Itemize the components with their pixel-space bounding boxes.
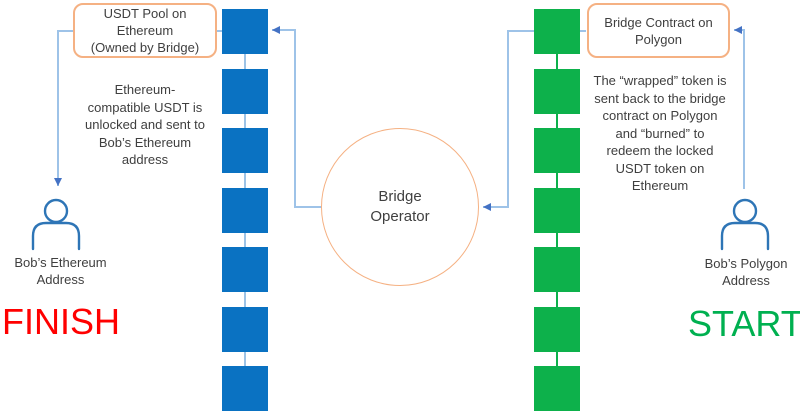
usdt-pool-label: USDT Pool on Ethereum (Owned by Bridge) <box>90 6 200 55</box>
right-flow-description: The “wrapped” token is sent back to the … <box>593 73 727 193</box>
bridge-operator-node: Bridge Operator <box>321 128 479 286</box>
person-icon <box>720 198 770 251</box>
person-icon <box>31 198 81 251</box>
polygon-block <box>534 247 580 292</box>
polygon-blockchain <box>534 9 580 413</box>
bridge-contract-node: Bridge Contract on Polygon <box>587 3 730 58</box>
ethereum-block <box>222 187 268 233</box>
connector-operator-to-pool <box>272 26 321 208</box>
bridge-operator-label: Bridge Operator <box>370 188 430 225</box>
left-flow-description: Ethereum- compatible USDT is unlocked an… <box>85 82 205 167</box>
start-label: START <box>688 303 800 344</box>
ethereum-block <box>222 128 268 173</box>
ethereum-address-label: Bob’s Ethereum Address <box>14 255 107 287</box>
usdt-pool-node: USDT Pool on Ethereum (Owned by Bridge) <box>73 3 217 58</box>
bridge-contract-label: Bridge Contract on Polygon <box>604 14 713 47</box>
polygon-block <box>534 306 580 352</box>
polygon-address-label: Bob’s Polygon Address <box>704 256 788 288</box>
polygon-block <box>534 366 580 411</box>
ethereum-blockchain <box>222 9 268 413</box>
ethereum-block <box>222 68 268 114</box>
ethereum-block <box>222 366 268 411</box>
polygon-block <box>534 9 580 54</box>
ethereum-block <box>222 9 268 54</box>
ethereum-block <box>222 306 268 352</box>
finish-label: FINISH <box>2 301 121 342</box>
ethereum-block <box>222 247 268 292</box>
